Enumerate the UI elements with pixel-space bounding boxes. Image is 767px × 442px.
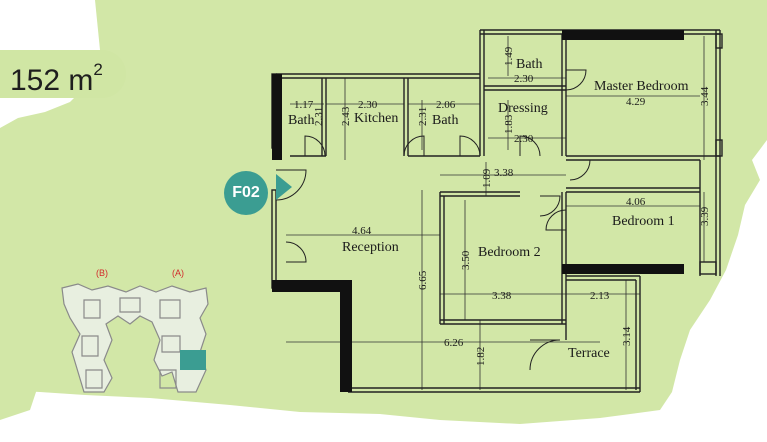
dim-dressing-w: 2.30 (514, 133, 534, 145)
area-label: 152 m2 (10, 52, 103, 97)
area-badge (0, 50, 126, 98)
entrance-arrow-icon (276, 174, 292, 200)
dim-bed2-w: 3.38 (492, 290, 512, 302)
label-terrace: Terrace (568, 346, 610, 361)
dim-bath-mid-w: 2.06 (436, 99, 456, 111)
dim-kitchen-h: 2.43 (340, 106, 352, 126)
dim-bed1-w: 4.06 (626, 196, 646, 208)
door-swings (275, 69, 591, 371)
label-dressing: Dressing (498, 101, 548, 116)
key-plan-label-b: (B) (96, 268, 108, 278)
dim-terrace-w: 2.13 (590, 290, 610, 302)
label-reception: Reception (342, 240, 399, 255)
label-bath-small: Bath (288, 113, 314, 128)
key-plan-label-a: (A) (172, 268, 184, 278)
dim-bed1-h: 3.39 (699, 206, 711, 226)
key-plan (61, 283, 209, 393)
dim-master-w: 4.29 (626, 96, 646, 108)
dim-reception-h: 6.65 (417, 270, 429, 290)
dim-bath-mid-h: 2.31 (417, 107, 429, 126)
exterior-walls (272, 30, 684, 392)
label-bedroom2: Bedroom 2 (478, 245, 541, 260)
dim-dressing-h: 1.83 (503, 114, 515, 134)
dimension-labels: 1.17 2.31 2.30 2.43 2.06 2.31 1.49 2.30 … (294, 46, 711, 366)
area-unit-superscript: 2 (93, 60, 103, 79)
dim-kitchen-w: 2.30 (358, 99, 378, 111)
dim-bath-top-h: 1.49 (503, 46, 515, 66)
unit-code-badge: F02 (224, 171, 268, 215)
dim-terrace-h: 3.14 (621, 326, 633, 346)
dim-master-h: 3.44 (699, 86, 711, 106)
dimension-lines (286, 36, 705, 390)
dim-bottom-h: 1.82 (475, 347, 487, 366)
dim-bath-small-w: 1.17 (294, 99, 314, 111)
dim-bath-top-w: 2.30 (514, 73, 534, 85)
dim-bed2-h: 3.50 (460, 250, 472, 270)
label-bath-mid: Bath (432, 113, 458, 128)
label-bedroom1: Bedroom 1 (612, 214, 675, 229)
dim-hall-w: 3.38 (494, 167, 514, 179)
label-kitchen: Kitchen (354, 111, 398, 126)
dim-hall-h: 1.09 (481, 168, 493, 188)
dim-reception-w: 4.64 (352, 225, 372, 237)
key-plan-highlight (180, 350, 206, 370)
label-master-bedroom: Master Bedroom (594, 79, 689, 94)
room-labels: Bath Kitchen Bath Bath Dressing Master B… (288, 57, 689, 361)
area-value: 152 m (10, 64, 94, 97)
key-plan-labels: (B) (A) (96, 268, 184, 278)
label-bath-top: Bath (516, 57, 542, 72)
interior-walls (271, 29, 723, 393)
dim-bath-small-h: 2.31 (313, 107, 325, 126)
dim-total-w: 6.26 (444, 337, 464, 349)
